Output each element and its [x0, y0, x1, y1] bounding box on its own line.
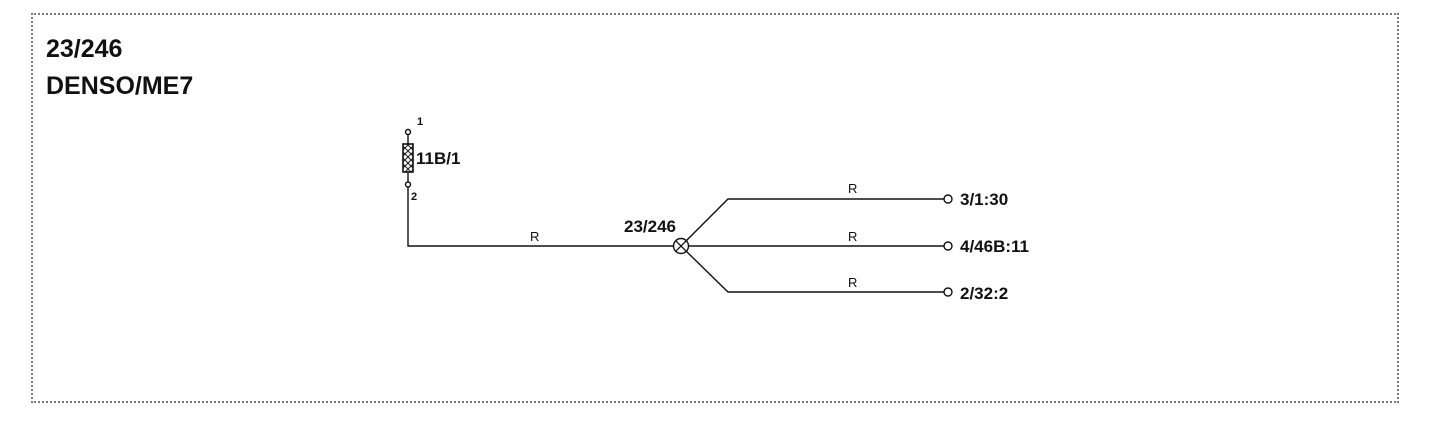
wire-input: R — [407, 187, 674, 247]
fuse-hatch — [402, 143, 414, 173]
wire-branch-3: R 2/32:2 — [685, 250, 1008, 303]
terminal-branch-3 — [943, 287, 953, 297]
fuse-pin-2-terminal — [404, 181, 412, 188]
wire-input-color: R — [530, 229, 539, 244]
diagram-code-title: 23/246 — [46, 35, 123, 63]
fuse-pin-2-label: 2 — [411, 191, 417, 203]
wire-branch-1: R 3/1:30 — [685, 181, 1008, 242]
terminal-branch-2-label: 4/46B:11 — [960, 237, 1029, 256]
terminal-branch-1 — [943, 194, 953, 204]
fuse-pin-1-terminal — [404, 128, 412, 136]
splice-label: 23/246 — [624, 217, 676, 236]
wire-branch-2-color: R — [848, 229, 857, 244]
terminal-branch-3-label: 2/32:2 — [960, 284, 1008, 303]
terminal-branch-2 — [943, 241, 953, 251]
system-name-title: DENSO/ME7 — [46, 72, 194, 100]
terminal-branch-1-label: 3/1:30 — [960, 190, 1008, 209]
diagram-frame — [31, 13, 1399, 403]
wire-branch-2: R 4/46B:11 — [688, 229, 1029, 256]
wire-branch-1-color: R — [848, 181, 857, 196]
fuse-pin-1-label: 1 — [417, 116, 423, 128]
fuse-11b1: 1 2 11B/1 — [402, 116, 460, 203]
splice-23-246: 23/246 — [624, 217, 690, 255]
fuse-label: 11B/1 — [416, 149, 460, 168]
wire-branch-3-color: R — [848, 275, 857, 290]
